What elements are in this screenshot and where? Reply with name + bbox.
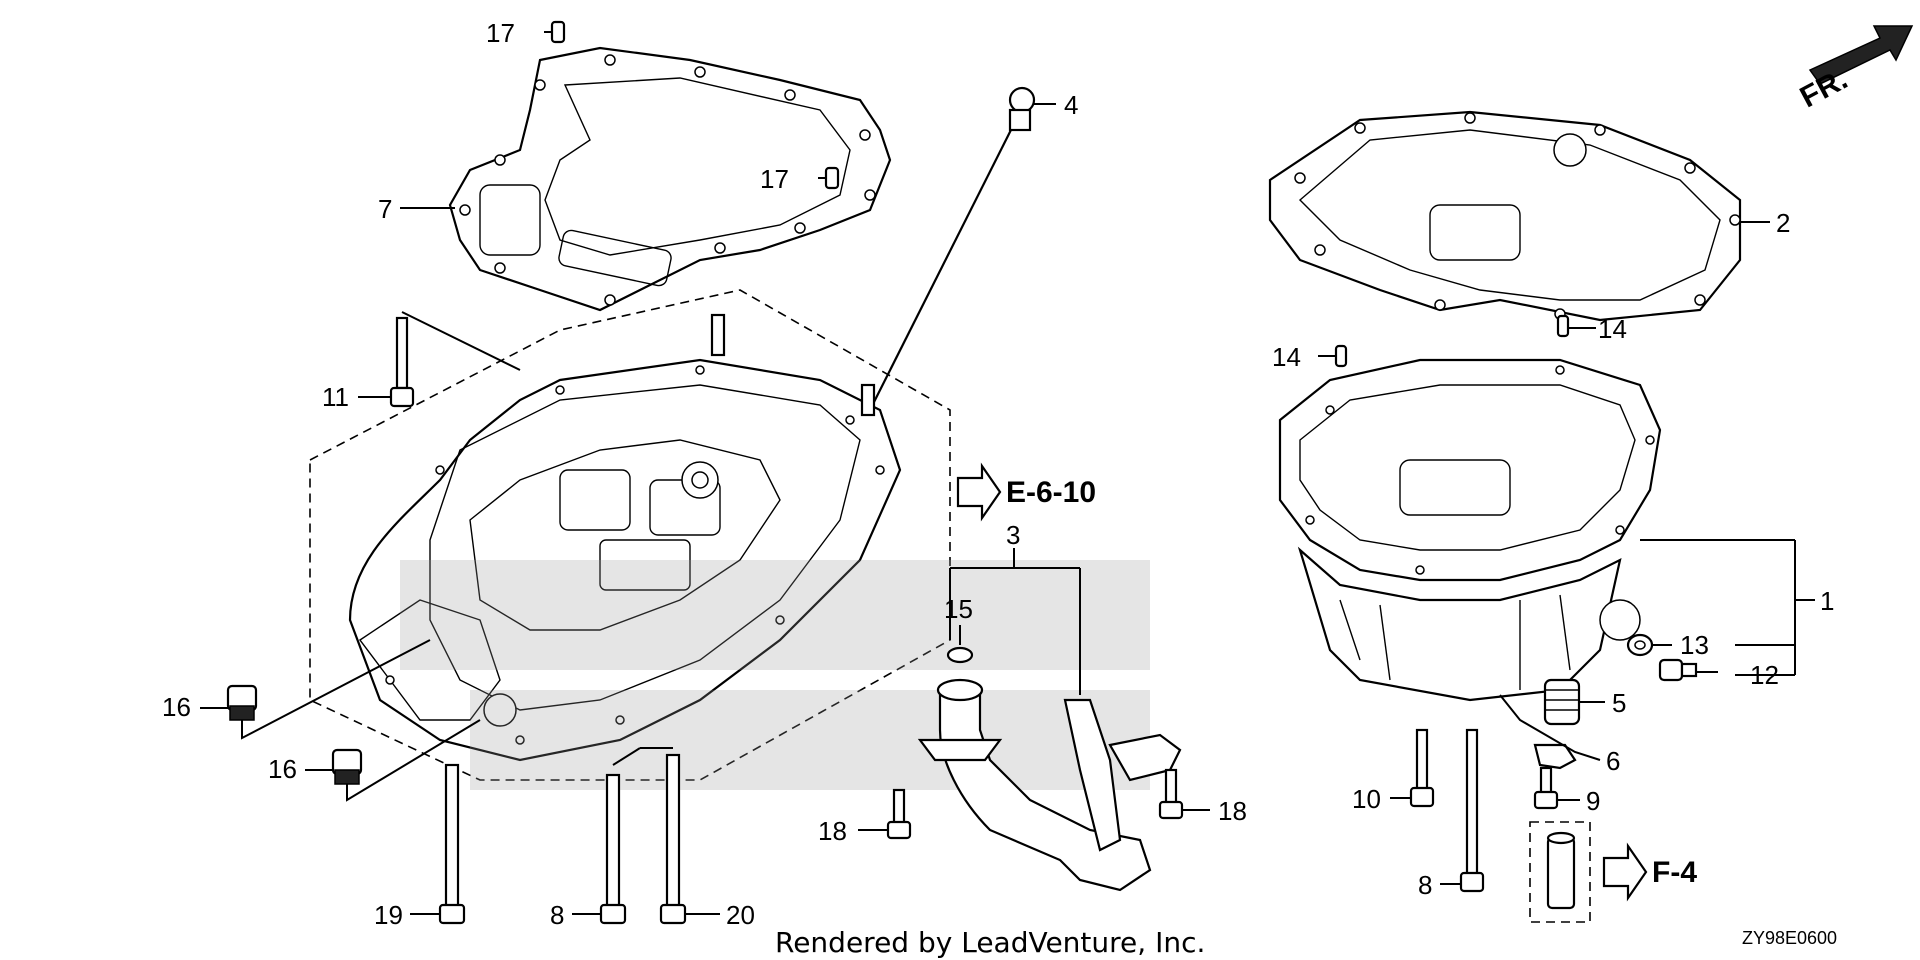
callout-4[interactable]: 4 (1064, 90, 1078, 120)
clip-6 (1533, 743, 1577, 770)
plug-16-b (331, 748, 363, 785)
callout-10[interactable]: 10 (1352, 784, 1381, 814)
ref-arrow-e[interactable] (956, 462, 1002, 522)
pin-17-b (824, 166, 840, 190)
oil-pan-right (1278, 358, 1662, 702)
pin-14-b (1556, 314, 1570, 338)
part-5 (1543, 678, 1581, 726)
bolt-9 (1533, 766, 1559, 810)
callout-18-a[interactable]: 18 (818, 816, 847, 846)
callout-16-b[interactable]: 16 (268, 754, 297, 784)
callout-1[interactable]: 1 (1820, 586, 1834, 616)
callout-20[interactable]: 20 (726, 900, 755, 930)
callout-8-left[interactable]: 8 (550, 900, 564, 930)
callout-6[interactable]: 6 (1606, 746, 1620, 776)
callout-15[interactable]: 15 (944, 594, 973, 624)
bolt-20 (659, 753, 687, 925)
callout-17-b[interactable]: 17 (760, 164, 789, 194)
bolt-10 (1409, 728, 1435, 808)
plug-16-a (226, 684, 258, 721)
callout-14-b[interactable]: 14 (1272, 342, 1301, 372)
bolt-11 (389, 316, 415, 408)
callout-11[interactable]: 11 (322, 382, 349, 412)
bolt-8-left (599, 773, 627, 925)
watermark-logo (400, 560, 1150, 790)
reference-label-e[interactable]: E-6-10 (1006, 476, 1096, 509)
callout-8-right[interactable]: 8 (1418, 870, 1432, 900)
credit-text: Rendered by LeadVenture, Inc. (775, 926, 1205, 959)
pin-14-a (1334, 344, 1348, 368)
bolt-19 (438, 763, 466, 925)
callout-2[interactable]: 2 (1776, 208, 1790, 238)
callout-3[interactable]: 3 (1006, 520, 1020, 550)
leader-lines (200, 31, 1815, 915)
oil-strainer-assembly (886, 646, 1184, 892)
diagram-code: ZY98E0600 (1742, 928, 1837, 948)
ref-box-f4 (1529, 821, 1591, 923)
reference-label-f[interactable]: F-4 (1652, 856, 1697, 889)
pin-17-a (550, 20, 566, 44)
callout-17-a[interactable]: 17 (486, 18, 515, 48)
front-arrow-icon (1808, 25, 1914, 85)
ref-arrow-f[interactable] (1602, 842, 1648, 902)
washer-13 (1626, 633, 1654, 657)
callout-14-a[interactable]: 14 (1598, 314, 1627, 344)
callout-9[interactable]: 9 (1586, 786, 1600, 816)
gasket-upper-left (448, 46, 892, 312)
gasket-upper-right (1268, 110, 1742, 322)
callout-18-b[interactable]: 18 (1218, 796, 1247, 826)
callout-19[interactable]: 19 (374, 900, 403, 930)
drain-bolt-12 (1658, 658, 1698, 682)
bolt-8-right (1459, 728, 1485, 893)
callout-7[interactable]: 7 (378, 194, 392, 224)
callout-13[interactable]: 13 (1680, 630, 1709, 660)
callout-5[interactable]: 5 (1612, 688, 1626, 718)
callout-12[interactable]: 12 (1750, 660, 1779, 690)
callout-16-a[interactable]: 16 (162, 692, 191, 722)
